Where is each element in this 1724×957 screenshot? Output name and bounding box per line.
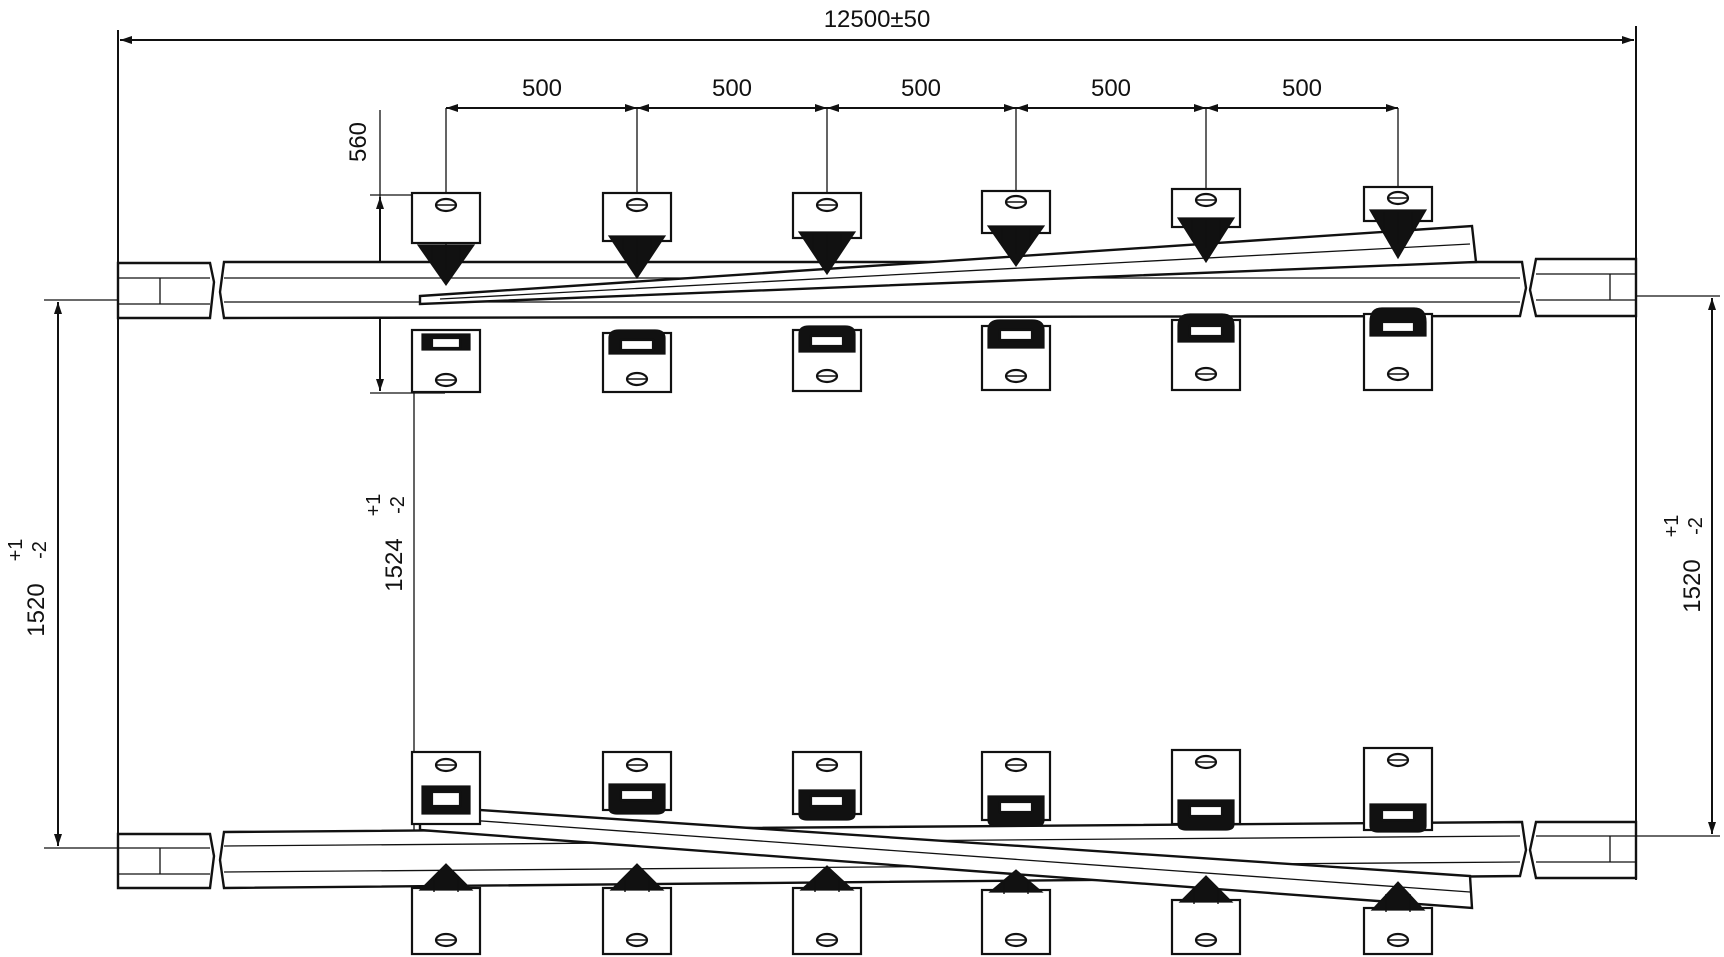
gauge-inner-lower: -2 — [387, 496, 409, 514]
sleeper-spacing-dimensions: 500 500 500 500 500 — [445, 75, 1399, 262]
lower-outer-blocks — [410, 863, 1434, 956]
upper-outer-blocks — [410, 185, 1434, 287]
gauge-dimension-inner: 1524 +1 -2 — [363, 494, 409, 592]
gauge-inner-base: 1524 — [381, 538, 408, 591]
upper-inner-blocks — [410, 307, 1434, 394]
lower-right-rail-stub — [1528, 820, 1638, 880]
gauge-left-upper: +1 — [5, 539, 27, 562]
gauge-right-base: 1520 — [1679, 559, 1706, 612]
overall-length-dimension: 12500±50 — [120, 6, 1634, 44]
gauge-left-base: 1520 — [23, 583, 50, 636]
block-width-dimension: 560 — [345, 110, 384, 391]
spacing-label-5: 500 — [1282, 75, 1322, 102]
spacing-label-3: 500 — [901, 75, 941, 102]
extension-lines — [44, 26, 1720, 880]
upper-left-rail-stub — [116, 261, 216, 320]
upper-right-rail-stub — [1528, 257, 1638, 318]
upper-rail-assembly — [116, 185, 1638, 394]
gauge-dimension-left: 1520 +1 -2 — [5, 302, 62, 846]
gauge-left-lower: -2 — [29, 541, 51, 559]
spacing-label-1: 500 — [522, 75, 562, 102]
spacing-label-2: 500 — [712, 75, 752, 102]
spacing-label-4: 500 — [1091, 75, 1131, 102]
gauge-inner-upper: +1 — [363, 494, 385, 517]
block-width-label: 560 — [345, 122, 372, 162]
upper-stock-rail — [218, 260, 1528, 320]
gauge-right-upper: +1 — [1661, 515, 1683, 538]
lower-inner-blocks — [410, 746, 1434, 833]
overall-length-label: 12500±50 — [824, 6, 931, 33]
gauge-dimension-right: 1520 +1 -2 — [1661, 298, 1716, 834]
lower-left-rail-stub — [116, 832, 216, 890]
lower-rail-assembly — [116, 746, 1638, 956]
gauge-right-lower: -2 — [1685, 517, 1707, 535]
